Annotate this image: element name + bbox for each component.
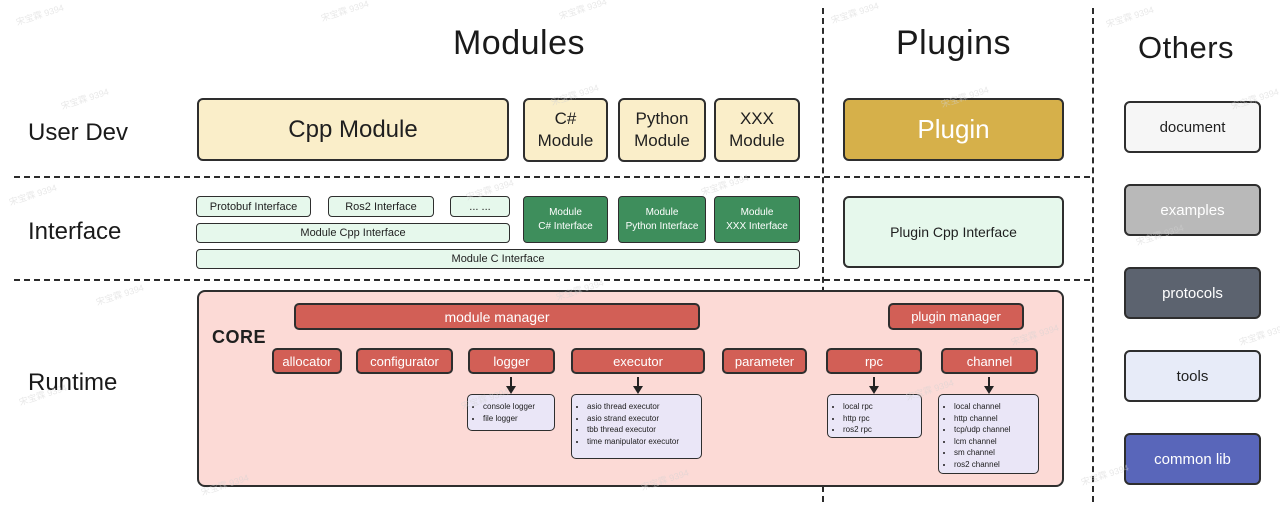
plugin-cpp-interface-box: Plugin Cpp Interface (843, 196, 1064, 268)
component-executor: executor (571, 348, 705, 374)
watermark-text: 宋宝霖 9394 (319, 0, 371, 24)
list-item: asio strand executor (587, 413, 679, 425)
module-c-interface-box: Module C Interface (196, 249, 800, 269)
logger-detail-list: console logger file logger (483, 399, 537, 424)
module-python-interface-box: Module Python Interface (618, 196, 706, 243)
list-item: local rpc (843, 401, 873, 413)
cpp-module-box: Cpp Module (197, 98, 509, 161)
arrow-logger-down (506, 377, 516, 394)
core-label: CORE (212, 327, 267, 347)
divider-interface-runtime (14, 279, 1090, 281)
watermark-text: 宋宝霖 9394 (14, 2, 66, 28)
divider-plugins-others (1092, 8, 1094, 502)
module-cpp-interface-box: Module Cpp Interface (196, 223, 510, 243)
divider-modules-plugins (822, 8, 824, 502)
rpc-detail-list: local rpc http rpc ros2 rpc (843, 399, 875, 436)
list-item: file logger (483, 413, 535, 425)
list-item: time manipulator executor (587, 436, 679, 448)
list-item: http channel (954, 413, 1011, 425)
others-examples-box: examples (1124, 184, 1261, 236)
module-manager-bar: module manager (294, 303, 700, 330)
watermark-text: 宋宝霖 9394 (59, 86, 111, 112)
python-module-box: Python Module (618, 98, 706, 162)
watermark-text: 宋宝霖 9394 (1104, 4, 1156, 30)
list-item: lcm channel (954, 436, 1011, 448)
list-item: sm channel (954, 447, 1011, 459)
channel-detail-list: local channel http channel tcp/udp chann… (954, 399, 1013, 471)
watermark-text: 宋宝霖 9394 (1237, 322, 1280, 348)
watermark-text: 宋宝霖 9394 (1079, 462, 1131, 488)
watermark-text: 宋宝霖 9394 (699, 172, 751, 198)
component-configurator: configurator (356, 348, 453, 374)
header-others: Others (1137, 30, 1235, 65)
list-item: tcp/udp channel (954, 424, 1011, 436)
row-label-user-dev: User Dev (28, 119, 129, 146)
rpc-detail-box: local rpc http rpc ros2 rpc (827, 394, 922, 438)
header-modules: Modules (452, 24, 585, 62)
list-item: ros2 channel (954, 459, 1011, 471)
others-document-box: document (1124, 101, 1261, 153)
csharp-module-box: C# Module (523, 98, 608, 162)
plugin-box: Plugin (843, 98, 1064, 161)
component-parameter: parameter (722, 348, 807, 374)
component-channel: channel (941, 348, 1038, 374)
others-common-lib-box: common lib (1124, 433, 1261, 485)
module-csharp-interface-box: Module C# Interface (523, 196, 608, 243)
arrow-channel-down (984, 377, 994, 394)
executor-detail-list: asio thread executor asio strand executo… (587, 399, 681, 447)
divider-userdev-interface (14, 176, 1090, 178)
row-label-runtime: Runtime (28, 369, 118, 396)
arrow-executor-down (633, 377, 643, 394)
executor-detail-box: asio thread executor asio strand executo… (571, 394, 702, 459)
header-plugins: Plugins (895, 24, 1011, 62)
list-item: console logger (483, 401, 535, 413)
watermark-text: 宋宝霖 9394 (94, 282, 146, 308)
module-xxx-interface-box: Module XXX Interface (714, 196, 800, 243)
more-interfaces-box: ... ... (450, 196, 510, 217)
others-protocols-box: protocols (1124, 267, 1261, 319)
component-rpc: rpc (826, 348, 922, 374)
watermark-text: 宋宝霖 9394 (557, 0, 609, 22)
list-item: local channel (954, 401, 1011, 413)
watermark-text: 宋宝霖 9394 (829, 0, 881, 26)
protobuf-interface-box: Protobuf Interface (196, 196, 311, 217)
channel-detail-box: local channel http channel tcp/udp chann… (938, 394, 1039, 474)
list-item: tbb thread executor (587, 424, 679, 436)
others-tools-box: tools (1124, 350, 1261, 402)
logger-detail-box: console logger file logger (467, 394, 555, 431)
list-item: ros2 rpc (843, 424, 873, 436)
list-item: http rpc (843, 413, 873, 425)
component-logger: logger (468, 348, 555, 374)
plugin-manager-bar: plugin manager (888, 303, 1024, 330)
list-item: asio thread executor (587, 401, 679, 413)
xxx-module-box: XXX Module (714, 98, 800, 162)
arrow-rpc-down (869, 377, 879, 394)
component-allocator: allocator (272, 348, 342, 374)
ros2-interface-box: Ros2 Interface (328, 196, 434, 217)
watermark-text: 宋宝霖 9394 (7, 182, 59, 208)
row-label-interface: Interface (28, 218, 122, 245)
